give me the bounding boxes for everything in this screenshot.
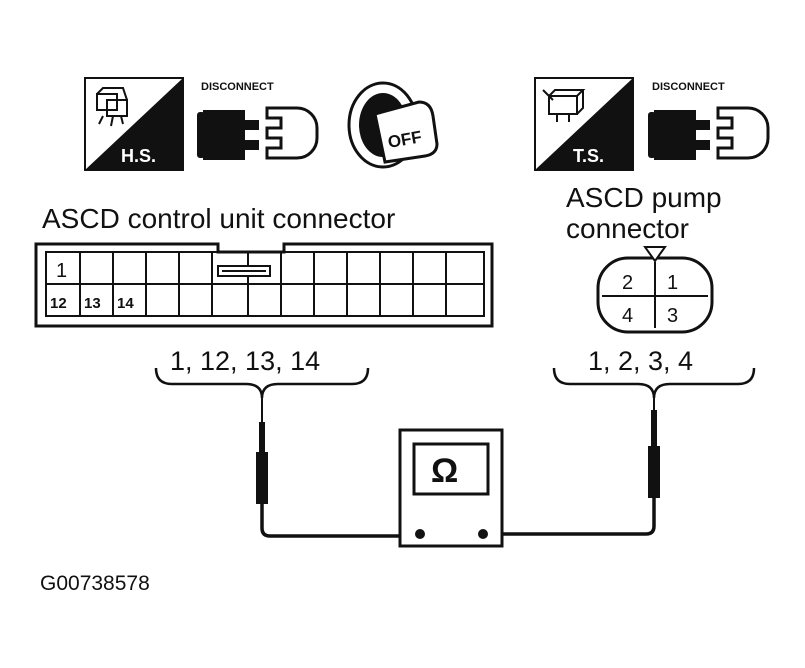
disconnect-label-right: DISCONNECT bbox=[652, 81, 725, 93]
control-unit-title: ASCD control unit connector bbox=[42, 203, 395, 234]
pump-connector: 2 1 4 3 bbox=[596, 246, 714, 334]
cu-pin-14: 14 bbox=[117, 295, 134, 312]
disconnect-icon-right: DISCONNECT bbox=[648, 81, 770, 160]
disconnect-icon-left: DISCONNECT bbox=[197, 81, 319, 160]
figure-reference-code: G00738578 bbox=[40, 572, 150, 595]
ohm-icon: Ω bbox=[431, 452, 458, 490]
pump-title-line1: ASCD pump bbox=[566, 182, 722, 213]
disconnect-label-left: DISCONNECT bbox=[201, 81, 274, 93]
pump-pin-3: 3 bbox=[667, 305, 678, 327]
pump-pins-to-check: 1, 2, 3, 4 bbox=[588, 346, 693, 376]
terminal-symbol-icon: T.S. bbox=[534, 77, 634, 171]
ohmmeter: Ω bbox=[398, 428, 504, 548]
hand-symbol-label: H.S. bbox=[121, 146, 156, 166]
control-unit-connector: 1 12 13 14 bbox=[34, 242, 494, 328]
hand-symbol-icon: H.S. bbox=[84, 77, 184, 171]
terminal-symbol-label: T.S. bbox=[573, 146, 604, 166]
right-test-lead bbox=[484, 398, 660, 536]
ignition-off-icon: OFF bbox=[347, 81, 439, 169]
cu-pin-13: 13 bbox=[84, 295, 101, 312]
left-test-lead bbox=[256, 398, 418, 538]
pump-title-line2: connector bbox=[566, 213, 689, 244]
pump-pin-1: 1 bbox=[667, 272, 678, 294]
pump-pin-4: 4 bbox=[622, 305, 633, 327]
control-unit-pins-to-check: 1, 12, 13, 14 bbox=[170, 346, 320, 376]
cu-pin-1: 1 bbox=[56, 260, 67, 282]
pump-pin-2: 2 bbox=[622, 272, 633, 294]
cu-pin-12: 12 bbox=[50, 295, 67, 312]
